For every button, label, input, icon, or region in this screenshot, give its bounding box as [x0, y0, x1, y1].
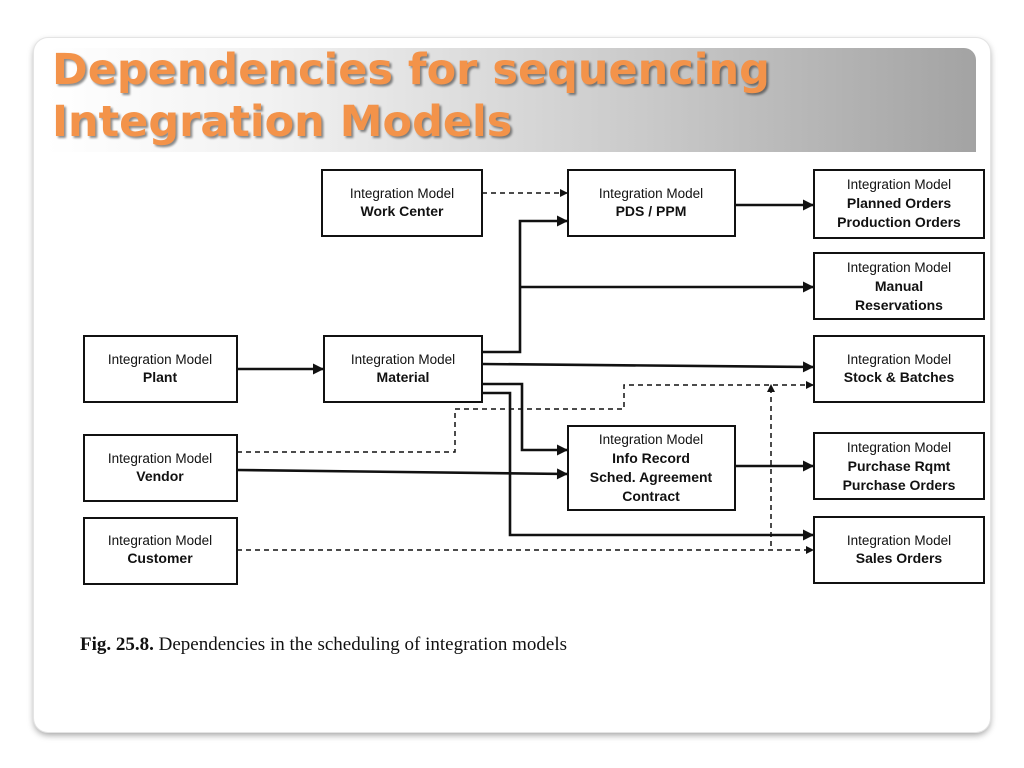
box-planned-orders: Integration Model Planned Orders Product…	[813, 169, 985, 239]
box-vendor-line1: Integration Model	[108, 451, 212, 466]
box-work-center-line2: Work Center	[361, 203, 445, 219]
box-pds-ppm-line2: PDS / PPM	[616, 203, 687, 219]
box-stock-batches-line2: Stock & Batches	[844, 369, 955, 385]
box-plant: Integration Model Plant	[83, 335, 238, 403]
slide-title: Dependencies for sequencing Integration …	[52, 44, 952, 148]
box-plant-line1: Integration Model	[108, 352, 212, 367]
title-band	[46, 48, 976, 152]
box-purchase-line1: Integration Model	[847, 440, 951, 455]
edge-vendor-stock	[237, 381, 814, 453]
box-pds-ppm: Integration Model PDS / PPM	[567, 169, 736, 237]
box-work-center: Integration Model Work Center	[321, 169, 483, 237]
box-purchase-line3: Purchase Orders	[843, 477, 956, 493]
box-purchase-line2: Purchase Rqmt	[848, 458, 951, 474]
box-material-line1: Integration Model	[351, 352, 455, 367]
box-planned-orders-line1: Integration Model	[847, 177, 951, 192]
box-sales-orders-line2: Sales Orders	[856, 550, 943, 566]
edge-material-info-record	[482, 382, 568, 456]
edge-material-sales	[482, 391, 814, 541]
box-manual-reservations-line3: Reservations	[855, 297, 943, 313]
box-info-record-line3: Sched. Agreement	[590, 469, 713, 485]
box-stock-batches: Integration Model Stock & Batches	[813, 335, 985, 403]
slide-title-line-2: Integration Models	[52, 97, 513, 147]
box-planned-orders-line3: Production Orders	[837, 214, 961, 230]
box-customer-line2: Customer	[127, 550, 193, 566]
box-material-line2: Material	[377, 369, 430, 385]
figure-caption: Fig. 25.8. Dependencies in the schedulin…	[80, 634, 567, 656]
dashed-connectors	[237, 189, 814, 554]
box-manual-reservations-line2: Manual	[875, 278, 923, 294]
edge-material-stock	[481, 361, 815, 373]
box-plant-line2: Plant	[143, 369, 178, 385]
box-customer: Integration Model Customer	[83, 517, 238, 585]
box-sales-orders-line1: Integration Model	[847, 533, 951, 548]
solid-connectors	[236, 199, 815, 541]
box-manual-reservations: Integration Model Manual Reservations	[813, 252, 985, 320]
box-customer-line1: Integration Model	[108, 533, 212, 548]
box-sales-orders: Integration Model Sales Orders	[813, 516, 985, 584]
box-material: Integration Model Material	[323, 335, 483, 403]
box-purchase: Integration Model Purchase Rqmt Purchase…	[813, 432, 985, 500]
box-planned-orders-line2: Planned Orders	[847, 195, 951, 211]
figure-caption-text: Dependencies in the scheduling of integr…	[153, 634, 568, 655]
box-vendor-line2: Vendor	[136, 468, 184, 484]
box-stock-batches-line1: Integration Model	[847, 352, 951, 367]
box-pds-ppm-line1: Integration Model	[599, 186, 703, 201]
figure-caption-label: Fig. 25.8.	[80, 634, 154, 655]
edge-vendor-info-record	[236, 468, 569, 480]
box-info-record-line1: Integration Model	[599, 432, 703, 447]
box-info-record-line2: Info Record	[612, 450, 690, 466]
box-vendor: Integration Model Vendor	[83, 434, 238, 502]
box-work-center-line1: Integration Model	[350, 186, 454, 201]
slide-title-line-1: Dependencies for sequencing	[52, 45, 770, 95]
box-info-record: Integration Model Info Record Sched. Agr…	[567, 425, 736, 511]
box-info-record-line4: Contract	[622, 488, 680, 504]
box-manual-reservations-line1: Integration Model	[847, 260, 951, 275]
